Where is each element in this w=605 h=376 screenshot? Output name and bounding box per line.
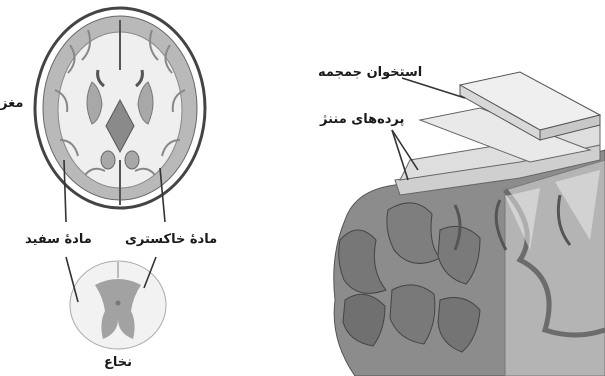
- spinal-cord-cross-section: [70, 261, 166, 349]
- white-matter-label: مادهٔ سفید: [25, 233, 92, 246]
- brain-label: مغز: [0, 97, 23, 110]
- meninges-label: پرده‌های مننژ: [320, 113, 404, 126]
- spinal-cord-label: نخاع: [104, 356, 132, 369]
- brain-cross-section: [35, 8, 205, 208]
- skull-bone-label: استخوان جمجمه: [318, 66, 422, 79]
- gray-matter-label: مادهٔ خاکستری: [125, 233, 217, 246]
